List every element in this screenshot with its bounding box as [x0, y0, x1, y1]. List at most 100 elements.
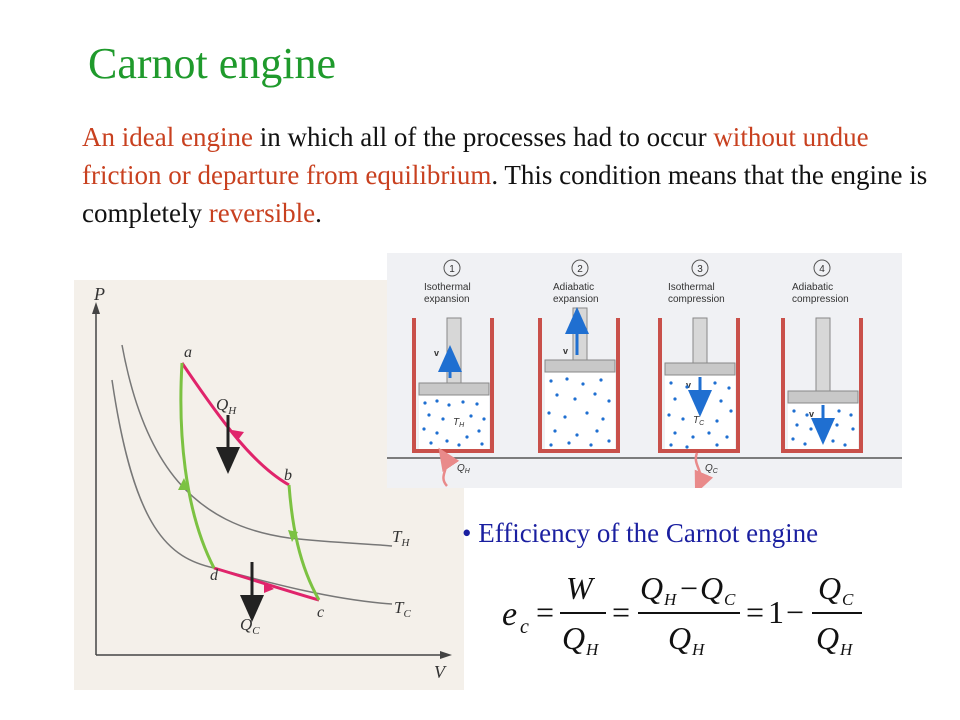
step-4-number: 4 — [819, 264, 825, 275]
step-1-heat-arrow-icon — [438, 447, 460, 487]
formula-qc-numerator-2-subscript: C — [842, 590, 854, 609]
step-3-label-line2: compression — [668, 294, 725, 305]
formula-equals-1: = — [536, 594, 554, 630]
adiabatic-compression-path — [179, 362, 216, 569]
formula-q-denominator-1: Q — [562, 620, 585, 656]
step-3-heat-label: QC — [705, 463, 719, 475]
step-3-velocity-label: v — [686, 380, 691, 390]
efficiency-formula-svg: e c = W Q H = Q H − Q C Q H = 1 − Q C — [502, 570, 862, 659]
step-2-cylinder — [538, 318, 620, 453]
step-2-gas — [545, 372, 615, 449]
formula-q-denominator-3: Q — [816, 620, 839, 656]
formula-e: e — [502, 596, 517, 633]
step-4-particles — [791, 409, 855, 447]
formula-one: 1 — [768, 594, 784, 630]
formula-e-subscript: c — [520, 616, 529, 638]
p-axis-arrow-icon — [92, 302, 100, 314]
step-3-number-circle — [691, 259, 709, 277]
efficiency-heading: • Efficiency of the Carnot engine — [462, 518, 818, 549]
step-2-velocity-label: v — [563, 346, 568, 356]
step-4-piston-rod — [815, 317, 831, 392]
formula-equals-3: = — [746, 594, 764, 630]
formula-q-denominator-2: Q — [668, 620, 691, 656]
formula-qh-numerator-subscript: H — [663, 590, 678, 609]
efficiency-heading-text: Efficiency of the Carnot engine — [478, 518, 819, 548]
step-3-particles — [667, 381, 733, 449]
intro-highlight-ideal-engine: An ideal engine — [82, 122, 253, 152]
step-1-number: 1 — [449, 264, 455, 275]
formula-qc-numerator-2: Q — [818, 570, 841, 606]
carnot-steps-figure: 1 Isothermal expansion v TH QH 2 Adiabat… — [387, 253, 902, 488]
point-a-label: a — [184, 344, 192, 361]
efficiency-formula: e c = W Q H = Q H − Q C Q H = 1 − Q C — [500, 565, 900, 665]
intro-text-2: . This condition means that the engine i… — [82, 160, 928, 228]
step-2-label-line2: expansion — [553, 294, 599, 305]
step-3-label-line1: Isothermal — [668, 282, 715, 293]
v-axis-arrow-icon — [440, 651, 452, 659]
temp-cold-label: TC — [394, 598, 411, 620]
step-3-piston — [664, 362, 736, 376]
formula-h-denominator-3: H — [839, 640, 854, 659]
step-1-temp-label: TH — [453, 417, 465, 429]
step-2-number-circle — [571, 259, 589, 277]
isothermal-expansion-arrow-icon — [232, 430, 244, 440]
heat-out-label: QC — [240, 615, 260, 637]
adiabatic-expansion-path — [287, 484, 321, 601]
carnot-steps-svg: 1 Isothermal expansion v TH QH 2 Adiabat… — [387, 259, 902, 488]
intro-paragraph: An ideal engine in which all of the proc… — [82, 118, 952, 232]
point-b-label: b — [284, 467, 292, 484]
step-1-label-line2: expansion — [424, 294, 470, 305]
step-3-piston-rod — [692, 317, 708, 364]
step-4: 4 Adiabatic compression v — [781, 259, 863, 453]
adiabatic-expansion-arrow-icon — [288, 530, 298, 542]
step-2-piston-rod — [572, 307, 588, 361]
formula-w: W — [566, 570, 596, 606]
pv-diagram-svg: P V a b c d QH QC TH TC — [92, 284, 452, 682]
p-axis-label: P — [93, 284, 105, 304]
step-1: 1 Isothermal expansion v TH QH — [412, 259, 494, 487]
step-4-piston — [787, 390, 859, 404]
step-3: 3 Isothermal compression v TC QC — [658, 259, 740, 488]
step-3-heat-arrow-icon — [694, 452, 714, 488]
hot-isotherm-curve — [121, 344, 393, 547]
isothermal-expansion-path — [180, 362, 290, 487]
step-4-label-line1: Adiabatic — [792, 282, 833, 293]
step-1-label-line1: Isothermal — [424, 282, 471, 293]
step-1-number-circle — [443, 259, 461, 277]
heat-in-label: QH — [216, 395, 237, 417]
step-2-particles — [547, 377, 611, 447]
formula-h-denominator-1: H — [585, 640, 600, 659]
formula-minus-2: − — [786, 594, 804, 630]
step-3-cylinder — [658, 318, 740, 453]
point-c-label: c — [317, 604, 324, 621]
step-3-temp-label: TC — [693, 415, 705, 427]
intro-highlight-reversible: reversible — [208, 198, 316, 228]
intro-highlight-equilibrium: without undue friction or departure from… — [82, 122, 869, 190]
formula-equals-2: = — [612, 594, 630, 630]
bullet-icon: • — [462, 518, 472, 548]
formula-h-denominator-2: H — [691, 640, 706, 659]
step-4-number-circle — [813, 259, 831, 277]
step-1-piston — [418, 382, 490, 396]
step-3-number: 3 — [697, 264, 703, 275]
step-2: 2 Adiabatic expansion v — [538, 259, 620, 453]
step-4-velocity-label: v — [809, 409, 814, 419]
formula-minus-1: − — [680, 570, 698, 606]
step-2-label-line1: Adiabatic — [553, 282, 594, 293]
isothermal-compression-path — [213, 566, 320, 602]
formula-qc-numerator: Q — [700, 570, 723, 606]
point-d-label: d — [210, 567, 219, 584]
step-1-velocity-label: v — [434, 348, 439, 358]
v-axis-label: V — [434, 662, 447, 682]
adiabatic-compression-arrow-icon — [178, 478, 189, 490]
step-1-heat-label: QH — [457, 463, 471, 475]
slide-title: Carnot engine — [88, 39, 337, 88]
step-4-label-line2: compression — [792, 294, 849, 305]
step-2-number: 2 — [577, 264, 583, 275]
isothermal-compression-arrow-icon — [264, 582, 274, 593]
intro-text-1: in which all of the processes had to occ… — [252, 122, 714, 152]
step-1-particles — [422, 399, 486, 447]
step-4-cylinder — [781, 318, 863, 453]
step-2-piston — [544, 359, 616, 373]
formula-qc-numerator-subscript: C — [724, 590, 736, 609]
